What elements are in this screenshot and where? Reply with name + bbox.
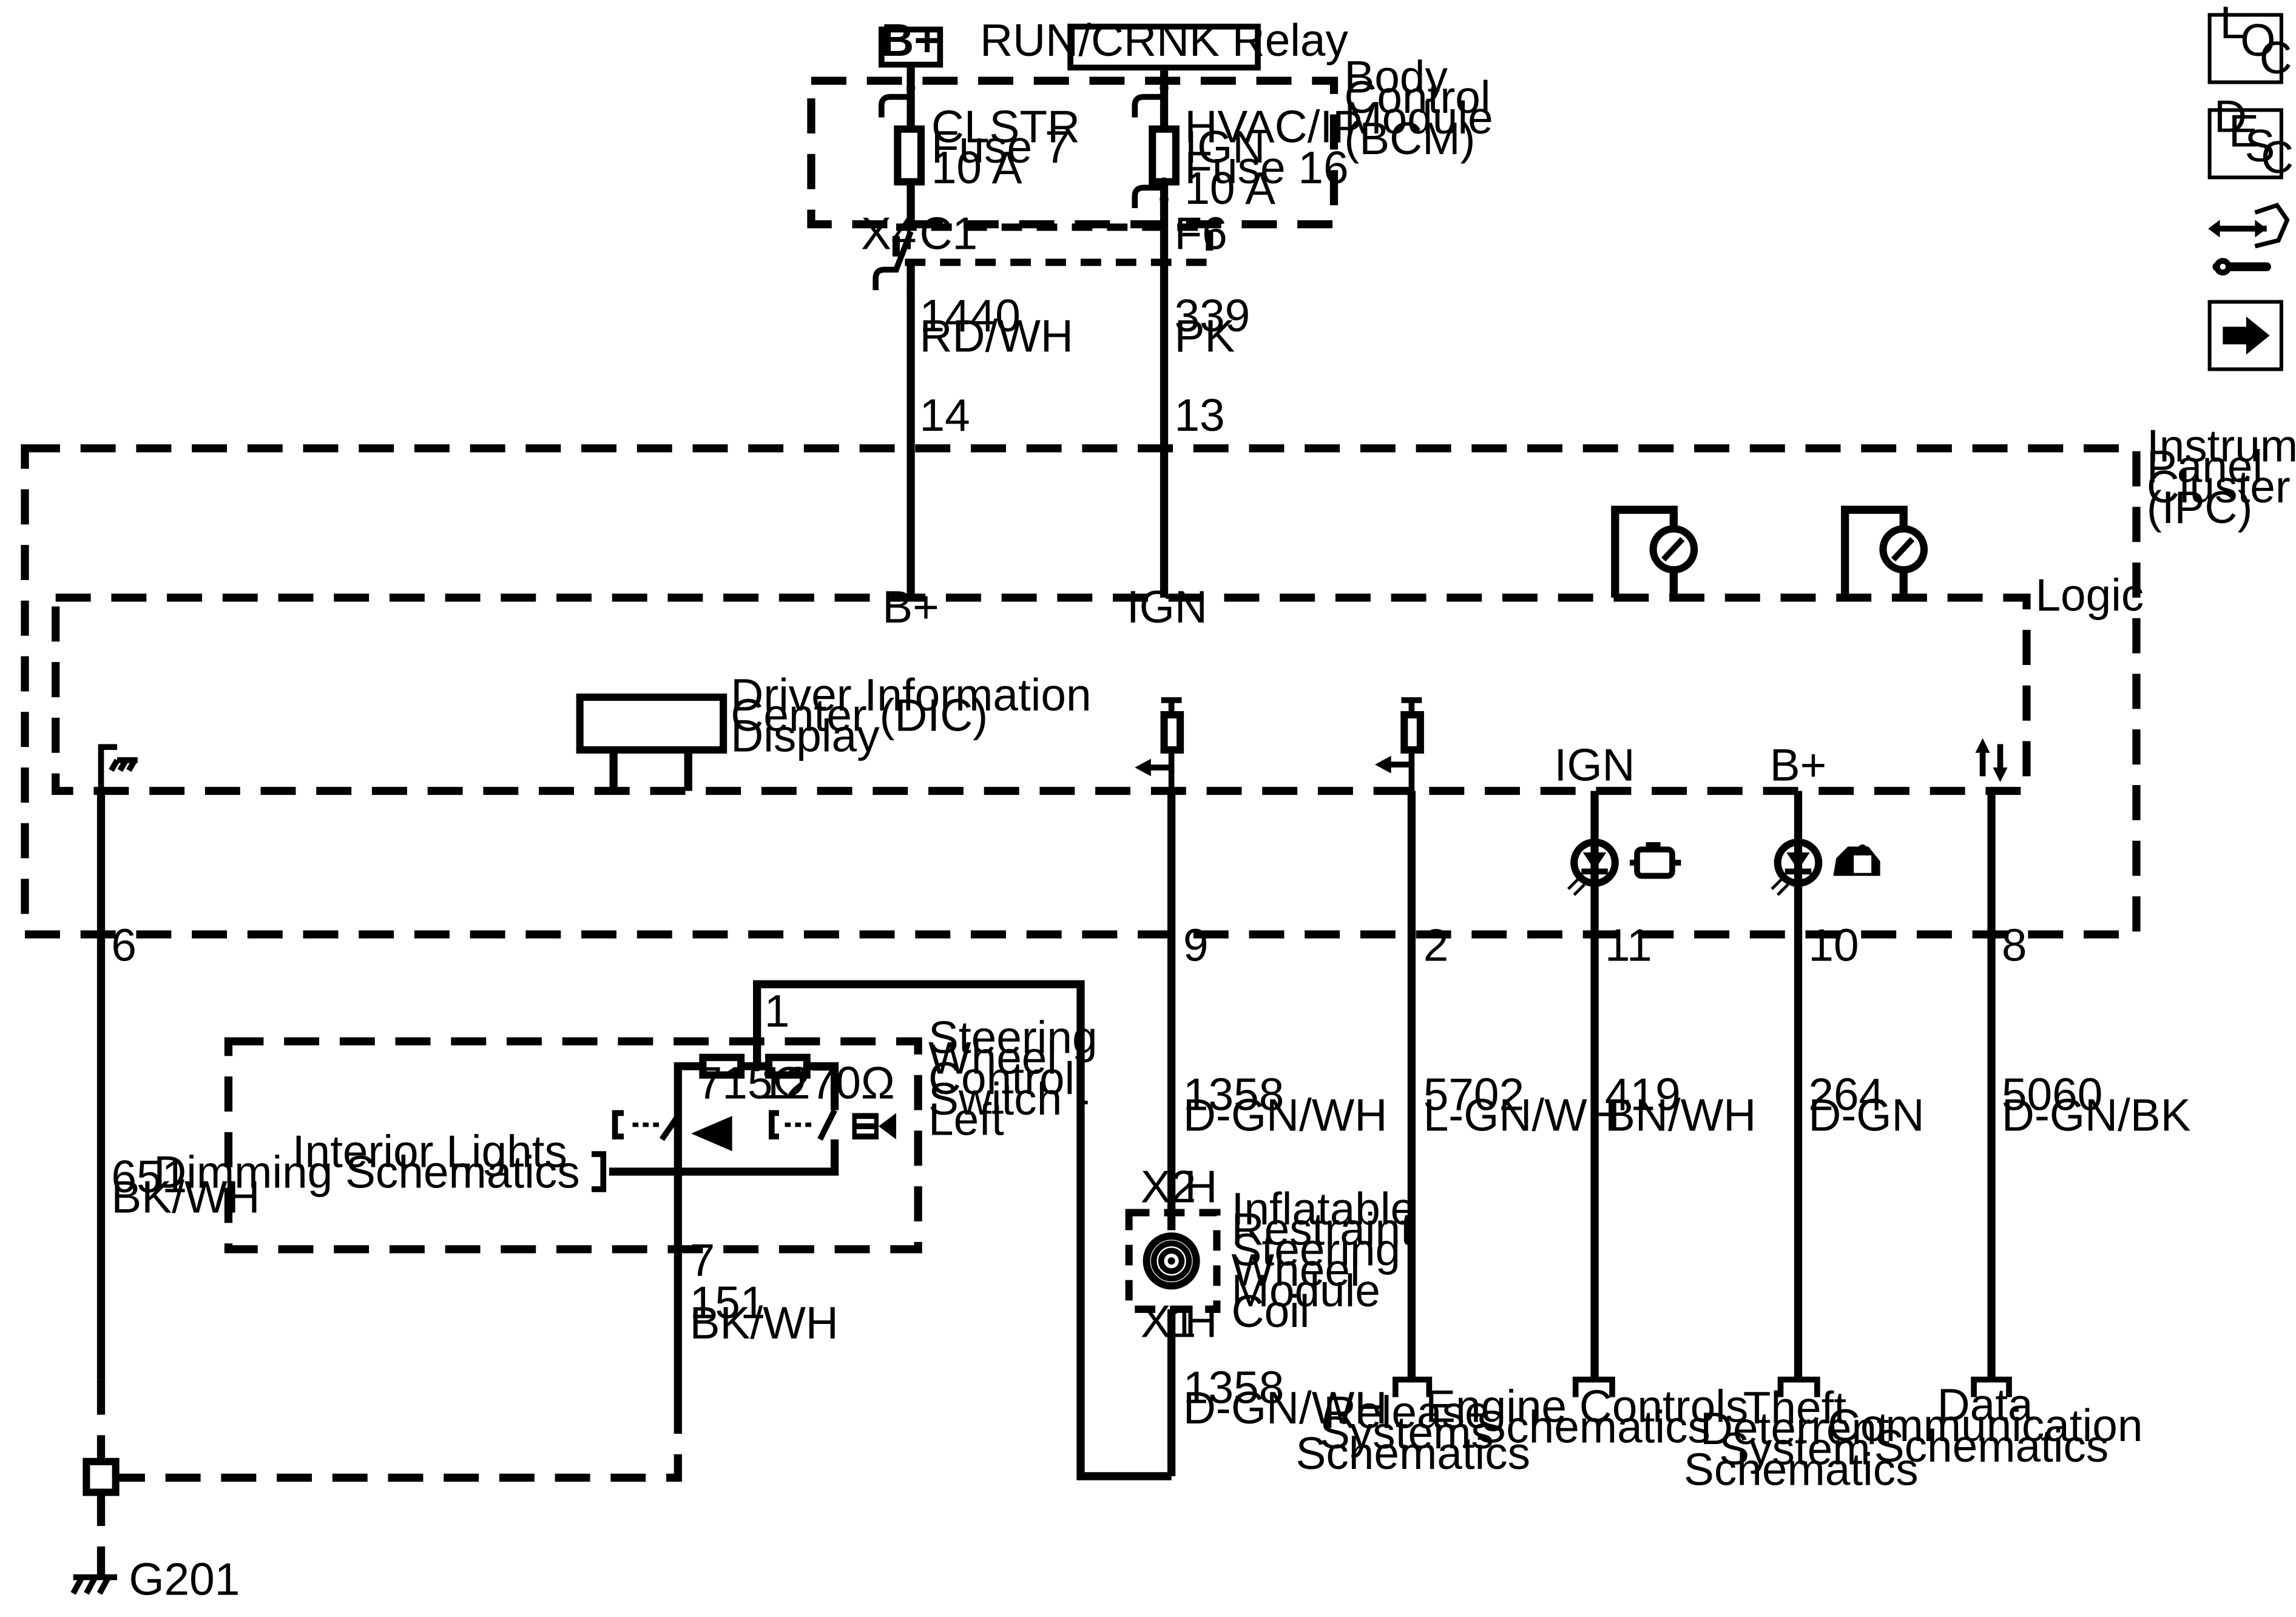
resistor-1270-label: 1270Ω bbox=[760, 1057, 894, 1108]
dimming-connector-bracket bbox=[591, 1151, 607, 1192]
swc-switch-2 bbox=[768, 1109, 837, 1141]
pin2-internal-circuit bbox=[1375, 697, 1424, 791]
clstr-fuse-7 bbox=[894, 125, 925, 186]
svg-text:C: C bbox=[2260, 32, 2292, 83]
svg-text:S: S bbox=[2245, 120, 2275, 171]
bcm-connector-outline bbox=[892, 223, 1214, 266]
coil-label: Inflatable Restraint Steering Wheel Modu… bbox=[1232, 1183, 1428, 1337]
engine-icon bbox=[1629, 842, 1681, 879]
security-lock-car-icon bbox=[1833, 844, 1880, 876]
svg-text:C: C bbox=[2261, 132, 2294, 183]
pin-c1-label: C1 bbox=[920, 208, 978, 259]
clockspring-coil-icon bbox=[1143, 1232, 1200, 1290]
speaker-icon bbox=[852, 1113, 896, 1139]
lamp-bplus-label: B+ bbox=[1770, 740, 1827, 791]
bplus-source: B+ bbox=[878, 15, 944, 68]
theft-deterrent-schematics-link[interactable]: Theft Deterrent System Schematics bbox=[1684, 1382, 1919, 1494]
wire-151-label: 151 BK/WH bbox=[690, 1277, 839, 1348]
data-communication-connector bbox=[1971, 1376, 2012, 1397]
desc-button[interactable]: D E S C bbox=[2207, 91, 2294, 183]
swc-pin-1: 1 bbox=[765, 985, 790, 1036]
logic-label: Logic bbox=[2035, 570, 2144, 621]
wire-339-label: 339 PK bbox=[1174, 290, 1263, 362]
dic-display bbox=[576, 694, 728, 754]
run-crnk-relay-source: RUN/CRNK Relay bbox=[980, 15, 1349, 71]
wire-264-label: 264 D-GN bbox=[1808, 1069, 1924, 1141]
clstr-fuse-label: CLSTR Fuse 7 10 A bbox=[931, 101, 1093, 193]
dic-label: Driver Information Center (DIC) Display bbox=[731, 669, 1104, 761]
ipc-pin-11: 11 bbox=[1605, 919, 1652, 970]
resistor-715-label: 715Ω bbox=[697, 1057, 807, 1108]
lamp-ign-label: IGN bbox=[1555, 740, 1635, 791]
engine-controls-connector bbox=[1572, 1376, 1615, 1397]
wire-651-label: 651 BK/WH bbox=[111, 1151, 260, 1223]
loc-button[interactable]: L O C bbox=[2207, 0, 2292, 84]
ipc-label: Instrument Panel Cluster (IPC) bbox=[2147, 420, 2296, 533]
dimming-schematics-link[interactable]: Interior Lights Dimming Schematics bbox=[154, 1126, 579, 1198]
hvac-ip-ign-fuse-16 bbox=[1149, 125, 1180, 186]
pin-f6-label: F6 bbox=[1174, 208, 1227, 259]
ipc-pin-10: 10 bbox=[1808, 919, 1859, 970]
ipc-pin-6: 6 bbox=[111, 919, 137, 970]
bplus-source-label: B+ bbox=[881, 15, 940, 66]
steering-wheel-control-switch-box bbox=[224, 1037, 922, 1254]
wire-1358-to-swc bbox=[753, 980, 1172, 1480]
next-arrow-icon[interactable] bbox=[2207, 300, 2283, 371]
ipc-internal-ground-icon bbox=[98, 744, 138, 791]
gauge-2 bbox=[1841, 505, 1928, 598]
svg-text:E: E bbox=[2229, 106, 2259, 157]
ground-g201-label: G201 bbox=[129, 1553, 240, 1604]
wire-1358-upper-label: 1358 D-GN/WH bbox=[1183, 1069, 1388, 1141]
bcm-connector-symbol bbox=[878, 93, 911, 118]
ipc-pin-13: 13 bbox=[1174, 390, 1224, 441]
run-crnk-relay-label: RUN/CRNK Relay bbox=[980, 15, 1348, 66]
wire-1440-label: 1440 RD/WH bbox=[920, 290, 1073, 362]
coil-h-top-label: H bbox=[1184, 1161, 1217, 1212]
wire-419-label: 419 BN/WH bbox=[1605, 1069, 1756, 1141]
ipc-pin-8: 8 bbox=[2002, 919, 2027, 970]
ipc-box bbox=[21, 444, 2141, 939]
ipc-pin-14: 14 bbox=[920, 390, 970, 441]
svg-text:D: D bbox=[2214, 91, 2247, 142]
svg-text:O: O bbox=[2240, 15, 2275, 66]
volume-arrow-icon bbox=[691, 1116, 732, 1152]
wire-151-splice-dashed bbox=[114, 1399, 682, 1482]
swc-label: Steering Wheel Control Switch - Left bbox=[928, 1012, 1110, 1145]
swc-pin-7: 7 bbox=[690, 1234, 715, 1285]
wire-5702-label: 5702 L-GN/WH bbox=[1423, 1069, 1620, 1141]
ipc-bplus-terminal: B+ bbox=[882, 581, 939, 632]
swc-switch-1 bbox=[612, 1110, 681, 1141]
ipc-pin-9: 9 bbox=[1183, 919, 1209, 970]
coil-h-bot-label: H bbox=[1184, 1296, 1217, 1347]
theft-deterrent-connector bbox=[1777, 1376, 1820, 1397]
wire-5060-label: 5060 D-GN/BK bbox=[2002, 1069, 2191, 1141]
splice-block bbox=[83, 1457, 120, 1496]
release-systems-connector bbox=[1393, 1376, 1433, 1397]
ipc-logic-box bbox=[52, 593, 2031, 795]
ipc-ign-terminal: IGN bbox=[1127, 581, 1207, 632]
coil-x2-label: X2 bbox=[1141, 1161, 1196, 1212]
gauge-1 bbox=[1611, 505, 1698, 598]
ipc-pin-2: 2 bbox=[1423, 919, 1449, 970]
data-comm-bidirectional-icon bbox=[1975, 738, 2008, 783]
connector-tool-icon[interactable] bbox=[2208, 202, 2290, 276]
wire-1358-lower-label: 1358 D-GN/WH bbox=[1183, 1362, 1388, 1433]
hvac-fuse-label: HVAC/IP IGN Fuse 16 10 A bbox=[1184, 101, 1376, 213]
bcm-label: Body Control Module (BCM) bbox=[1344, 51, 1505, 163]
pin9-internal-circuit bbox=[1135, 697, 1184, 791]
svg-text:L: L bbox=[2220, 0, 2246, 48]
data-communication-schematics-link[interactable]: Data Communication Schematics bbox=[1828, 1379, 2155, 1471]
ground-g201-icon bbox=[70, 1574, 118, 1595]
engine-controls-schematics-link[interactable]: Engine Controls Schematics bbox=[1425, 1381, 1761, 1453]
release-systems-schematics-link[interactable]: Release Systems Schematics bbox=[1296, 1386, 1531, 1479]
